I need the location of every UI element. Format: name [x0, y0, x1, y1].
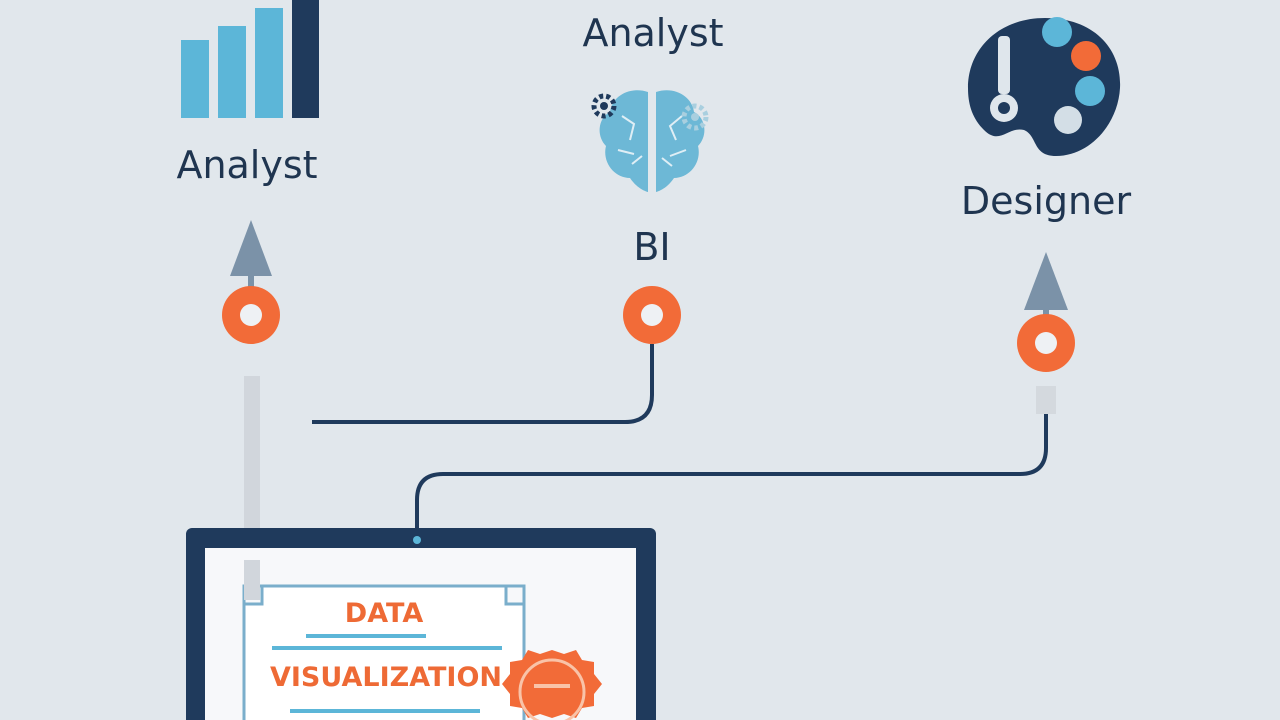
- node-designer[interactable]: [1017, 314, 1075, 372]
- certificate-title-line1: DATA: [344, 598, 424, 629]
- connector-bi: [312, 344, 654, 424]
- connector-designer-stub: [1036, 386, 1056, 414]
- role-label-analyst-left: Analyst: [176, 143, 318, 187]
- palette-icon: [968, 17, 1121, 156]
- bar-chart-icon: [181, 0, 319, 118]
- connector-left: [244, 376, 260, 566]
- connector-left-overlay: [244, 560, 260, 600]
- node-left[interactable]: [222, 286, 280, 344]
- node-bi[interactable]: [623, 286, 681, 344]
- seal-badge-icon: [502, 650, 602, 720]
- certificate-title-line2: VISUALIZATION: [269, 662, 503, 693]
- role-label-bi: BI: [633, 225, 671, 269]
- brain-gears-icon: [591, 90, 709, 192]
- role-label-analyst-top: Analyst: [582, 11, 724, 55]
- role-label-designer: Designer: [960, 179, 1132, 223]
- arrow-up-left: [230, 220, 272, 276]
- connector-designer: [415, 412, 1048, 540]
- arrow-up-right: [1024, 252, 1068, 310]
- arrow-shaft-left: [248, 272, 254, 288]
- arrow-shaft-right: [1043, 306, 1049, 320]
